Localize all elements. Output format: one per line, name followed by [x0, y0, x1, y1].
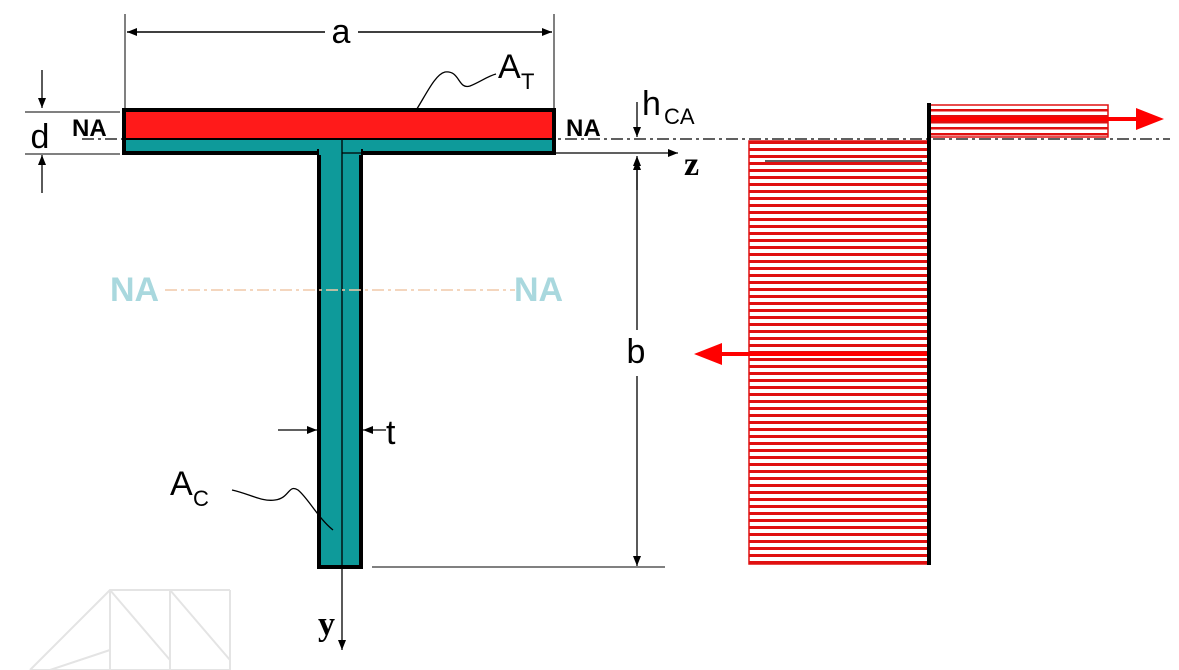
label-a: a	[332, 13, 351, 51]
dimension-a: a	[124, 13, 555, 108]
label-na-faint-right: NA	[514, 271, 563, 309]
label-t: t	[386, 414, 396, 452]
svg-text:C: C	[193, 486, 209, 511]
dimension-d: d	[25, 70, 120, 193]
dimension-b: b	[372, 160, 665, 568]
label-na-right: NA	[566, 115, 601, 142]
label-z: z	[684, 146, 699, 183]
label-y: y	[318, 606, 335, 643]
svg-text:CA: CA	[664, 104, 695, 129]
label-area-compression: A C	[170, 465, 334, 531]
label-area-tension: A T	[404, 48, 534, 126]
svg-text:T: T	[521, 69, 534, 94]
label-na-faint-left: NA	[110, 271, 159, 309]
label-b: b	[627, 333, 646, 371]
tension-area-red	[126, 112, 552, 139]
dimension-t: t	[278, 414, 396, 452]
dimension-hca: h CA	[633, 85, 695, 190]
web-teal	[317, 149, 363, 569]
label-na-left: NA	[72, 115, 107, 142]
tension-force-arrow	[1136, 108, 1164, 130]
label-d: d	[31, 118, 50, 156]
stress-block-compression	[694, 140, 929, 565]
compression-force-arrow	[694, 343, 722, 365]
stress-block-tension	[929, 104, 1164, 138]
svg-text:h: h	[642, 85, 661, 123]
svg-text:A: A	[498, 48, 521, 86]
watermark-truss	[29, 589, 231, 670]
svg-text:A: A	[170, 465, 193, 503]
